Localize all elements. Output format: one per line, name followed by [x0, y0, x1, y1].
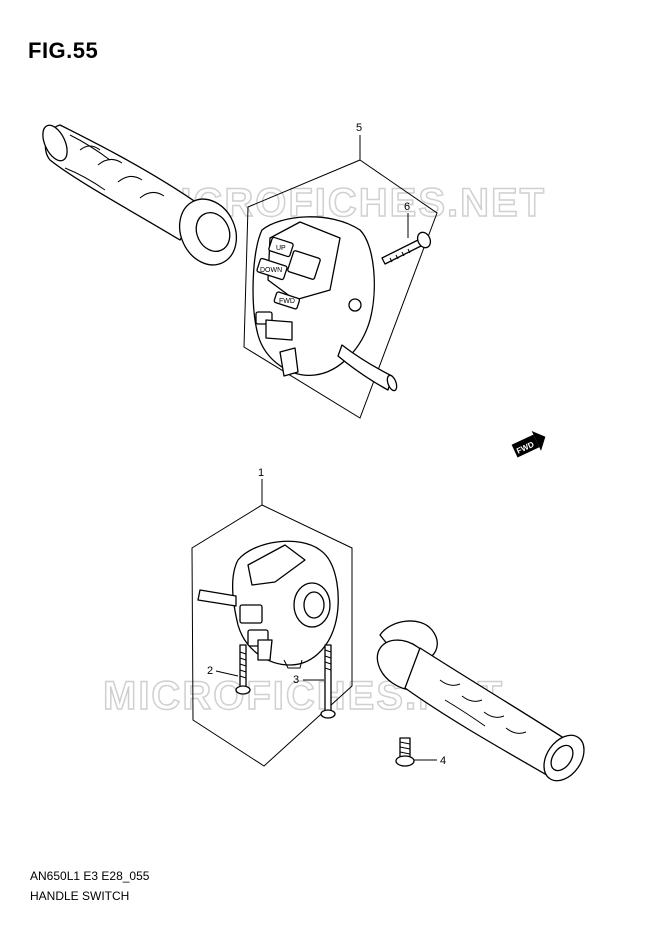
callout-1: 1	[258, 467, 264, 479]
svg-text:UP: UP	[276, 245, 286, 252]
figure-name: HANDLE SWITCH	[30, 889, 130, 903]
up-button	[268, 236, 294, 258]
left-handle-switch: UP DOWN FWD	[252, 216, 398, 392]
callout-2: 2	[207, 665, 213, 677]
callout-6: 6	[404, 201, 410, 213]
callout-3: 3	[293, 674, 299, 686]
callout-5: 5	[356, 122, 362, 134]
svg-text:DOWN: DOWN	[260, 267, 282, 274]
screw-6	[381, 231, 432, 265]
svg-text:FWD: FWD	[279, 298, 295, 305]
fwd-direction-badge: FWD	[511, 430, 546, 458]
screw-3	[320, 644, 336, 719]
left-grip	[42, 124, 238, 266]
figure-title: FIG.55	[28, 38, 99, 63]
callout-4: 4	[440, 755, 446, 767]
down-button	[256, 257, 288, 281]
lower-assembly-outline	[191, 504, 353, 767]
screw-4	[395, 737, 415, 767]
right-handle-switch	[197, 540, 339, 669]
screw-2	[235, 644, 251, 695]
fwd-button	[273, 291, 301, 310]
right-grip	[376, 620, 585, 782]
figure-code: AN650L1 E3 E28_055	[30, 869, 150, 883]
upper-assembly-outline	[243, 159, 438, 419]
